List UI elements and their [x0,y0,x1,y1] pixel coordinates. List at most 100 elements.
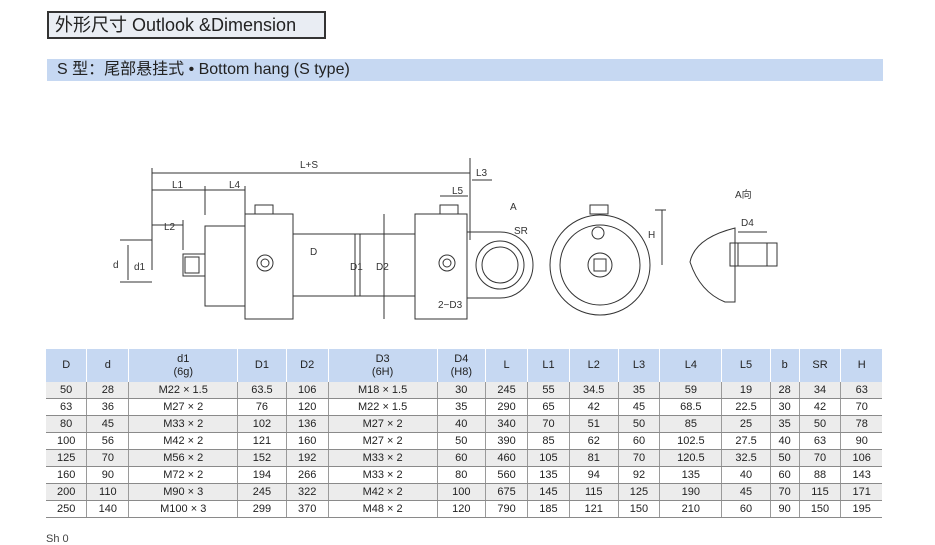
table-cell: 340 [485,415,528,433]
table-cell: 40 [436,415,486,433]
page-title: 外形尺寸 Outlook &Dimension [47,11,326,39]
table-cell: 60 [617,432,660,450]
table-cell: 65 [526,398,570,416]
table-cell: 70 [840,398,882,416]
label-l1: L1 [172,180,184,191]
table-cell: 45 [721,483,771,501]
table-cell: 121 [237,432,287,450]
table-cell: 30 [769,398,800,416]
table-cell: 100 [46,432,87,450]
table-cell: 81 [568,449,618,467]
label-d1: d1 [134,262,146,273]
table-cell: 121 [568,500,618,518]
table-cell: 102 [237,415,287,433]
table-cell: 102.5 [659,432,722,450]
table-cell: 63.5 [237,382,287,399]
table-cell: 195 [840,500,882,518]
table-cell: 120.5 [659,449,722,467]
table-cell: 140 [86,500,129,518]
table-cell: M100 × 3 [128,500,238,518]
label-D: D [310,247,317,258]
table-cell: 22.5 [721,398,771,416]
table-cell: 60 [436,449,486,467]
table-cell: 50 [436,432,486,450]
table-cell: M22 × 1.5 [327,398,438,416]
table-cell: 125 [617,483,660,501]
table-cell: 245 [485,382,528,399]
table-cell: 70 [617,449,660,467]
table-cell: 63 [46,398,87,416]
table-cell: 790 [485,500,528,518]
table-cell: 90 [86,466,129,484]
table-cell: 42 [798,398,841,416]
table-cell: 63 [798,432,841,450]
table-cell: 60 [769,466,800,484]
label-l4: L4 [229,180,241,191]
dimension-table: D d d1(6g) D1 D2 D3(6H) D4(H8) L L1 L2 L… [46,349,882,518]
table-cell: 110 [86,483,129,501]
table-cell: M22 × 1.5 [128,382,238,399]
table-cell: 100 [436,483,486,501]
header-cell: d [86,349,129,382]
footer-text: Sh 0 [46,533,69,545]
label-h: H [648,230,655,241]
table-cell: 136 [285,415,329,433]
table-cell: 322 [285,483,329,501]
header-cell: L5 [721,349,771,382]
table-cell: 150 [617,500,660,518]
table-cell: 266 [285,466,329,484]
table-cell: 192 [285,449,329,467]
table-cell: M42 × 2 [128,432,238,450]
table-cell: 55 [526,382,570,399]
table-cell: 185 [526,500,570,518]
table-cell: 28 [769,382,800,399]
label-view-a: A向 [735,188,752,201]
table-cell: 135 [659,466,722,484]
table-cell: 245 [237,483,287,501]
table-cell: 560 [485,466,528,484]
table-cell: 50 [617,415,660,433]
table-cell: 94 [568,466,618,484]
table-cell: 194 [237,466,287,484]
table-cell: 40 [769,432,800,450]
table-cell: 115 [798,483,841,501]
table-cell: 42 [568,398,618,416]
header-cell: L1 [526,349,570,382]
header-cell: D4(H8) [436,349,486,382]
header-cell: b [769,349,800,382]
table-cell: 210 [659,500,722,518]
table-cell: M27 × 2 [327,432,438,450]
table-cell: 51 [568,415,618,433]
table-cell: 152 [237,449,287,467]
table-cell: 62 [568,432,618,450]
table-cell: 70 [86,449,129,467]
table-cell: 68.5 [659,398,722,416]
header-cell: d1(6g) [128,349,238,382]
table-cell: 50 [46,382,87,399]
table-cell: 90 [840,432,882,450]
table-cell: M33 × 2 [128,415,238,433]
table-cell: 27.5 [721,432,771,450]
header-cell: L [485,349,528,382]
table-cell: M42 × 2 [327,483,438,501]
table-cell: 25 [721,415,771,433]
table-cell: 299 [237,500,287,518]
label-d4: D4 [741,218,754,229]
table-cell: 171 [840,483,882,501]
table-cell: 200 [46,483,87,501]
table-header-row: D d d1(6g) D1 D2 D3(6H) D4(H8) L L1 L2 L… [46,349,882,382]
table-cell: 120 [436,500,486,518]
label-D1: D1 [350,262,363,273]
table-cell: 88 [798,466,841,484]
table-cell: 85 [526,432,570,450]
table-cell: 30 [436,382,486,399]
table-cell: 390 [485,432,528,450]
table-cell: 150 [798,500,841,518]
table-cell: 135 [526,466,570,484]
